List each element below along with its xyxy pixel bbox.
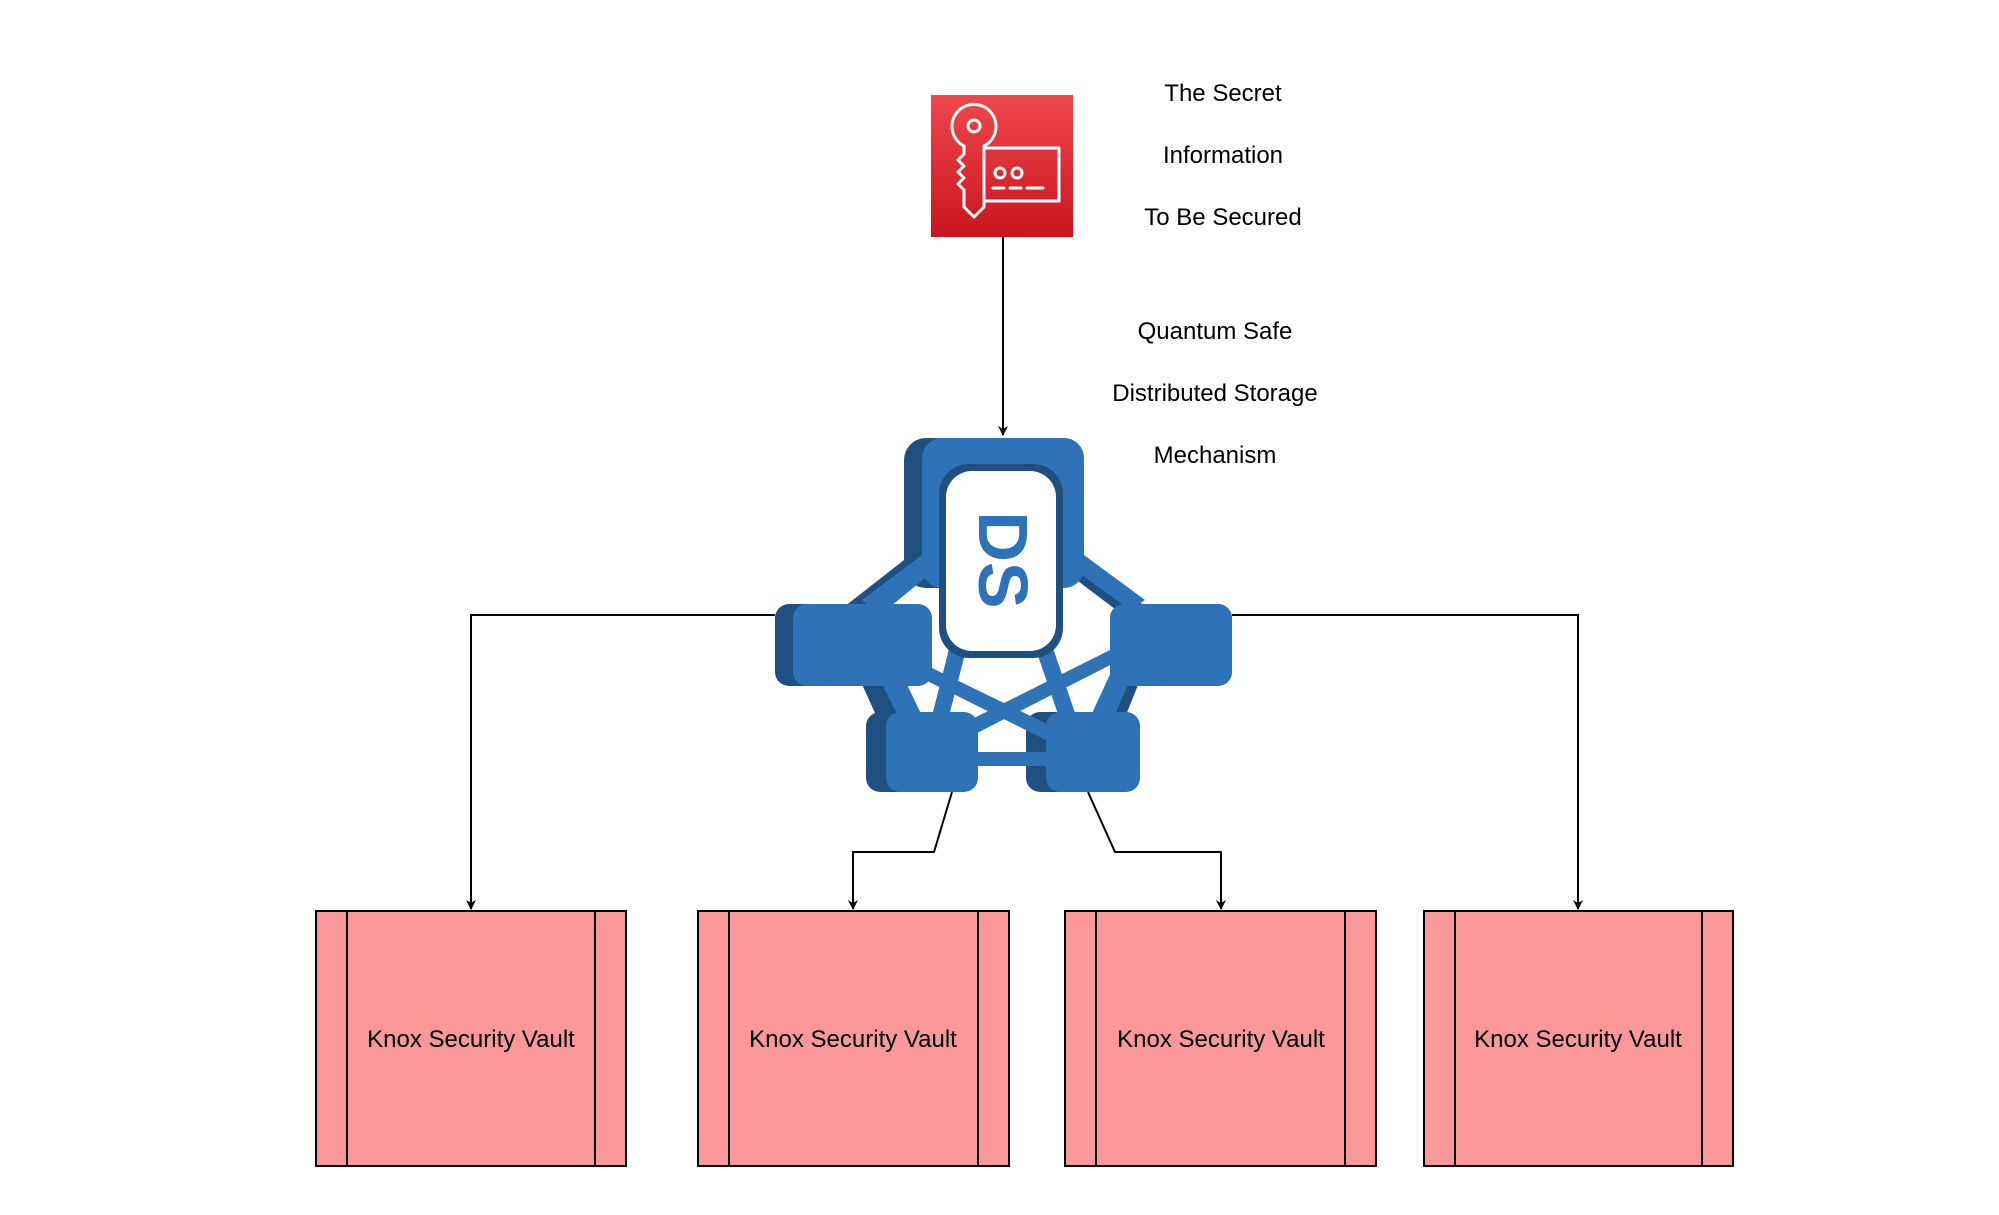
vault-label: Knox Security Vault xyxy=(749,1026,957,1053)
secret-label-line: To Be Secured xyxy=(1144,204,1302,231)
vault-1[interactable]: Knox Security Vault xyxy=(315,910,627,1167)
edge-ds-to-vault-2[interactable] xyxy=(848,791,953,910)
ds-panel xyxy=(946,471,1056,651)
key-card-icon xyxy=(950,102,1061,219)
secret-node[interactable] xyxy=(931,95,1073,237)
edge-label-line: Distributed Storage xyxy=(1112,380,1318,407)
ds-label: DS xyxy=(964,511,1042,608)
vaults: Knox Security Vault Knox Security Vault … xyxy=(315,910,1734,1167)
secret-node-background xyxy=(931,95,1073,237)
edge-label-line: Quantum Safe xyxy=(1137,318,1293,345)
edge-label-line: Mechanism xyxy=(1153,442,1277,469)
secret-node-label: The Secret Information To Be Secured xyxy=(1103,47,1343,264)
vault-4[interactable]: Knox Security Vault xyxy=(1423,910,1734,1167)
edge-label-mechanism: Quantum Safe Distributed Storage Mechani… xyxy=(1085,285,1345,502)
vault-3[interactable]: Knox Security Vault xyxy=(1064,910,1377,1167)
distributed-storage-icon: DS xyxy=(775,438,1232,792)
ds-node[interactable]: DS xyxy=(775,438,1232,792)
secret-label-line: Information xyxy=(1162,142,1284,169)
vault-2[interactable]: Knox Security Vault xyxy=(697,910,1010,1167)
vault-label: Knox Security Vault xyxy=(1117,1026,1325,1053)
secret-label-line: The Secret xyxy=(1164,80,1282,107)
edge-ds-to-vault-4[interactable] xyxy=(1232,614,1583,910)
connectors xyxy=(466,237,1583,910)
edge-ds-to-vault-1[interactable] xyxy=(466,614,775,910)
edge-ds-to-vault-3[interactable] xyxy=(1087,791,1226,910)
vault-label: Knox Security Vault xyxy=(367,1026,575,1053)
vault-label: Knox Security Vault xyxy=(1474,1026,1682,1053)
